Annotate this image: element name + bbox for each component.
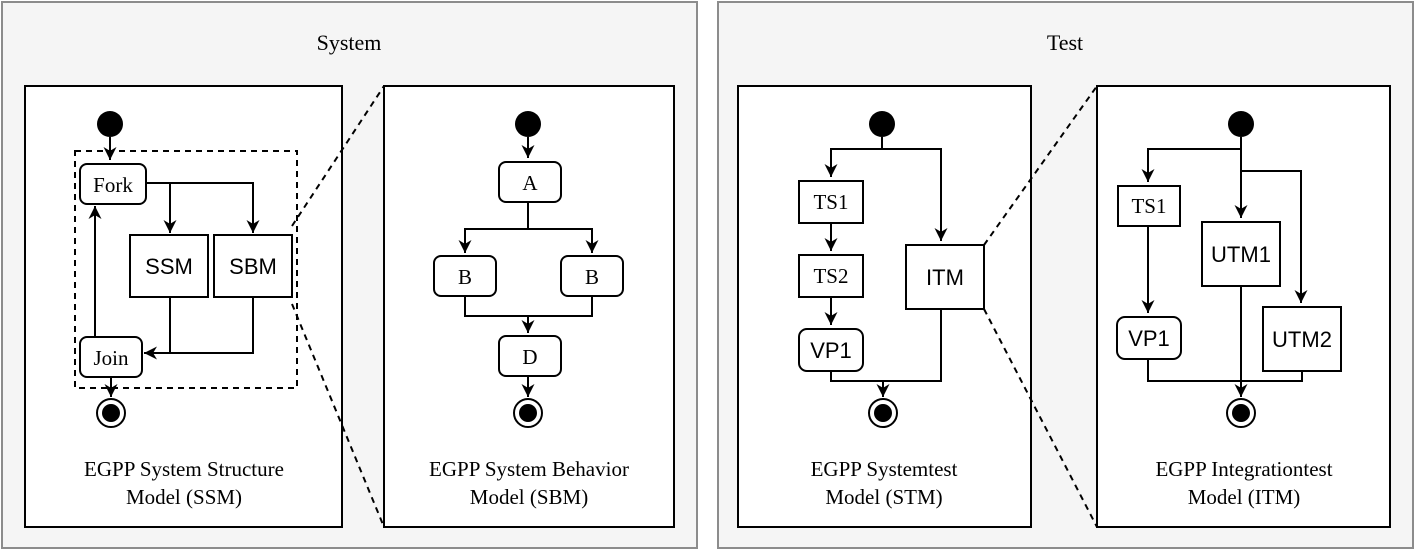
ssm-node-join-label: Join — [93, 346, 129, 370]
ssm-edge-fork-sbm — [146, 182, 260, 233]
test-group: Test TS1 TS2 VP1 ITM EGPP Systemtest Mod… — [717, 1, 1414, 549]
stm-node-ts2 — [798, 254, 864, 298]
system-group: System Fork SSM SBM Join EGPP System Str… — [1, 1, 698, 549]
zoom-line-sbm-top — [291, 85, 385, 227]
itm-initial-node — [1228, 111, 1254, 137]
itm-panel: TS1 VP1 UTM1 UTM2 EGPP Integrationtest M… — [1096, 85, 1391, 528]
sbm-edge-a-bleft — [458, 202, 529, 253]
stm-edge-start-itm — [882, 148, 948, 241]
itm-node-vp1-label: VP1 — [1128, 326, 1170, 351]
sbm-node-b-right-label: B — [585, 265, 599, 289]
sbm-node-a — [498, 161, 562, 203]
sbm-initial-node — [515, 111, 541, 137]
sbm-node-d-label: D — [522, 345, 537, 369]
itm-node-utm1 — [1201, 221, 1281, 287]
itm-node-ts1-label: TS1 — [1131, 194, 1166, 218]
sbm-panel: A B B D EGPP System Behavior Model (SBM) — [383, 85, 675, 528]
ssm-node-ssm — [129, 234, 209, 298]
itm-edge-merge — [1147, 359, 1303, 382]
stm-initial-node — [869, 111, 895, 137]
stm-node-itm — [905, 244, 985, 310]
itm-edge-start-utm2 — [1241, 170, 1308, 303]
ssm-node-ssm-label: SSM — [145, 254, 193, 279]
itm-node-utm1-label: UTM1 — [1211, 242, 1271, 267]
sbm-caption-line2: Model (SBM) — [470, 485, 588, 509]
stm-node-vp1-label: VP1 — [810, 338, 852, 363]
stm-edge-merge — [830, 309, 942, 382]
stm-caption-line2: Model (STM) — [825, 485, 942, 509]
sbm-node-b-left-label: B — [458, 265, 472, 289]
test-group-title: Test — [1047, 30, 1083, 55]
system-group-title: System — [317, 30, 382, 55]
ssm-node-fork-label: Fork — [93, 173, 133, 197]
sbm-node-a-label: A — [522, 171, 538, 195]
ssm-edge-sbm-join — [170, 297, 254, 354]
ssm-dashed-region — [74, 150, 298, 389]
stm-panel: TS1 TS2 VP1 ITM EGPP Systemtest Model (S… — [737, 85, 1032, 528]
ssm-panel: Fork SSM SBM Join EGPP System Structure … — [24, 85, 343, 528]
ssm-panel-frame — [24, 85, 343, 528]
itm-caption-line2: Model (ITM) — [1188, 485, 1301, 509]
sbm-panel-frame — [383, 85, 675, 528]
stm-node-itm-label: ITM — [926, 265, 964, 290]
itm-caption-line1: EGPP Integrationtest — [1155, 457, 1332, 481]
sbm-caption-line1: EGPP System Behavior — [429, 457, 629, 481]
zoom-line-itm-bottom — [983, 308, 1098, 528]
itm-node-utm2-label: UTM2 — [1272, 327, 1332, 352]
stm-edge-start-ts1 — [824, 137, 883, 177]
ssm-caption-line2: Model (SSM) — [126, 485, 242, 509]
ssm-caption-line1: EGPP System Structure — [84, 457, 284, 481]
stm-node-ts1-label: TS1 — [813, 190, 848, 214]
stm-caption-line1: EGPP Systemtest — [811, 457, 958, 481]
itm-node-ts1 — [1117, 185, 1181, 227]
ssm-initial-node — [97, 111, 123, 137]
sbm-node-d — [498, 335, 562, 377]
itm-node-utm2 — [1262, 306, 1342, 372]
sbm-edge-a-bright — [528, 228, 599, 253]
stm-node-ts2-label: TS2 — [813, 264, 848, 288]
zoom-line-sbm-bottom — [291, 303, 385, 528]
ssm-node-sbm-label: SBM — [229, 254, 277, 279]
